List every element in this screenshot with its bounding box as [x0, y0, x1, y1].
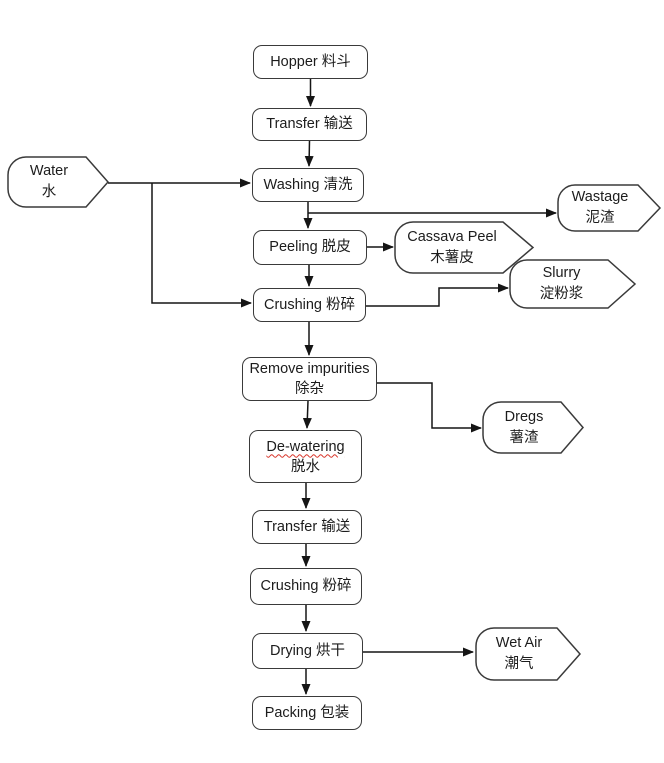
io-node-slurry-label-en: Slurry — [542, 265, 581, 281]
edge-water-crushing1 — [151, 183, 252, 308]
node-transfer-1-label: Transfer 输送 — [266, 116, 353, 132]
cassava-peel-tag-shape — [394, 221, 535, 274]
node-dewatering-label-zh: 脱水 — [291, 458, 320, 475]
io-node-slurry-label-zh: 淀粉浆 — [539, 286, 584, 302]
slurry-tag-shape — [509, 259, 637, 309]
node-crushing-2: Crushing 粉碎 — [250, 568, 362, 605]
io-node-wastage: Wastage 泥渣 — [556, 183, 662, 233]
io-node-dregs-label-en: Dregs — [504, 408, 544, 425]
node-dewatering: De-watering 脱水 — [249, 430, 362, 483]
node-packing: Packing 包装 — [252, 696, 362, 730]
io-node-wet-air-text: Wet Air 潮气 — [474, 628, 564, 680]
edge-remove-impurities-dregs — [377, 382, 482, 433]
wastage-tag-shape — [557, 184, 662, 232]
node-packing-label: Packing 包装 — [264, 704, 350, 721]
io-node-wet-air: Wet Air 潮气 — [474, 626, 582, 682]
node-transfer-1: Transfer 输送 — [252, 108, 367, 141]
io-node-dregs-text: Dregs 薯渣 — [481, 402, 567, 453]
node-crushing-2-label: Crushing 粉碎 — [260, 578, 352, 594]
io-node-wastage-label-en: Wastage — [571, 189, 629, 205]
io-node-dregs-label-zh: 薯渣 — [509, 429, 539, 446]
io-node-slurry-text: Slurry 淀粉浆 — [508, 260, 615, 308]
io-node-wastage-label-zh: 泥渣 — [585, 210, 615, 226]
node-dewatering-label-en: De-watering — [266, 438, 345, 455]
node-washing: Washing 清洗 — [252, 168, 364, 202]
node-crushing-1-label: Crushing 粉碎 — [263, 296, 356, 313]
node-drying: Drying 烘干 — [252, 633, 363, 669]
node-transfer-2-label: Transfer 输送 — [263, 518, 351, 535]
io-node-dregs: Dregs 薯渣 — [481, 400, 585, 455]
edge-remove-impurities-dewatering — [302, 400, 312, 429]
water-tag-shape — [7, 156, 109, 208]
node-remove-impurities-label-zh: 除杂 — [295, 381, 324, 397]
io-node-wastage-text: Wastage 泥渣 — [556, 185, 644, 231]
edge-crushing1-slurry — [366, 283, 509, 307]
io-node-cassava-peel-label-zh: 木薯皮 — [430, 249, 474, 266]
node-hopper-label: Hopper 料斗 — [270, 53, 351, 70]
io-node-wet-air-label-en: Wet Air — [495, 635, 543, 651]
io-node-wet-air-label-zh: 潮气 — [504, 656, 534, 672]
io-node-cassava-peel-label-en: Cassava Peel — [407, 228, 497, 245]
edge-transfer1-washing — [304, 140, 314, 167]
io-node-cassava-peel-text: Cassava Peel 木薯皮 — [393, 222, 511, 273]
node-peeling: Peeling 脱皮 — [253, 230, 367, 265]
dregs-tag-shape — [482, 401, 584, 454]
wet-air-tag-shape — [475, 627, 582, 681]
node-washing-label: Washing 清洗 — [263, 176, 353, 193]
io-node-slurry: Slurry 淀粉浆 — [508, 258, 637, 310]
node-remove-impurities: Remove impurities 除杂 — [242, 357, 377, 401]
node-crushing-1: Crushing 粉碎 — [253, 288, 366, 322]
node-drying-label: Drying 烘干 — [270, 642, 345, 659]
io-node-cassava-peel: Cassava Peel 木薯皮 — [393, 220, 535, 275]
io-node-water-text: Water 水 — [6, 157, 92, 207]
node-peeling-label: Peeling 脱皮 — [269, 239, 351, 255]
node-remove-impurities-label-en: Remove impurities — [249, 361, 370, 377]
io-node-water: Water 水 — [6, 155, 110, 209]
io-node-water-label-zh: 水 — [41, 184, 57, 200]
node-hopper: Hopper 料斗 — [253, 45, 368, 79]
node-transfer-2: Transfer 输送 — [252, 510, 362, 544]
io-node-water-label-en: Water — [29, 163, 69, 179]
